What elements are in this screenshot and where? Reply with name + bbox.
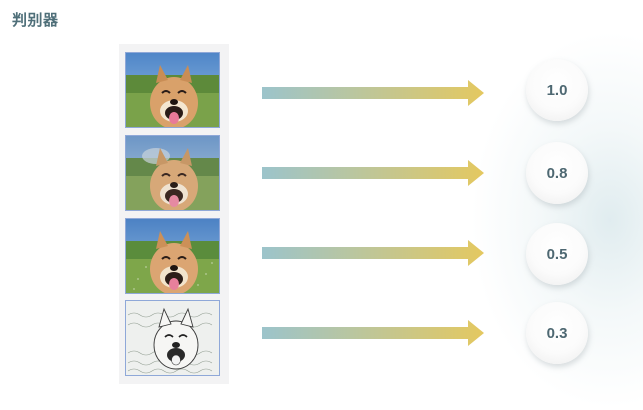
score-badge: 0.8 [526,142,588,204]
page-title: 判别器 [12,11,59,29]
dog-image-sketch [125,300,220,376]
score-badge: 0.5 [526,223,588,285]
dog-image-real [125,52,220,128]
score-badge: 0.3 [526,302,588,364]
score-badge: 1.0 [526,59,588,121]
arrow-right-icon [262,240,484,266]
dog-image-slightly-distorted [125,135,220,211]
dog-image-noisy [125,218,220,294]
arrow-right-icon [262,80,484,106]
arrow-right-icon [262,320,484,346]
arrow-right-icon [262,160,484,186]
